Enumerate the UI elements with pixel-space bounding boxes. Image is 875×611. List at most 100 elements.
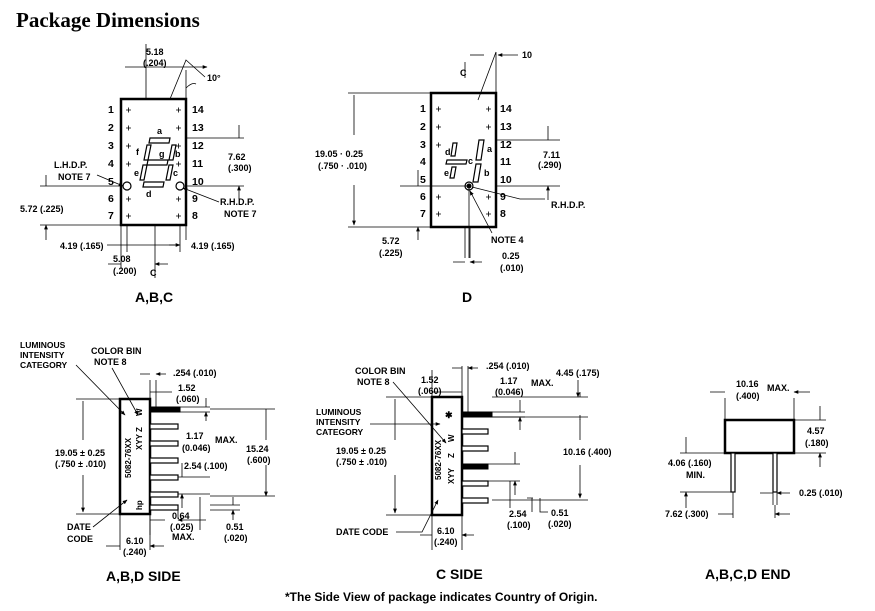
dimension-label: (.240) [123,547,147,557]
pin-number: 11 [192,158,203,170]
pin-number: 13 [192,122,204,134]
pin-numbers-left: 1 2 3 4 5 6 7 [108,104,114,222]
dimension-label: 10.16 [736,379,759,389]
dimension-label: .254 (.010) [173,368,217,378]
body-marking: 5082-76XX [434,439,443,480]
dimension-label: MAX. [531,378,554,388]
callout-label: CATEGORY [20,360,68,370]
centerline-label: C [150,268,157,278]
dimension-label: (.010) [500,263,524,273]
dimension-label: MAX. [767,383,790,393]
annotation-label: NOTE 7 [224,209,257,219]
segment-label: e [134,168,139,178]
dimension-label: 0.25 [502,251,520,261]
dimension-label: (.290) [538,160,562,170]
pin-number: 11 [500,156,511,168]
dimension-label: 6.10 [126,536,144,546]
segment-label: b [484,168,490,178]
callout-label: COLOR BIN [355,366,406,376]
dimension-label: (.750 · .010) [318,161,367,171]
pin-number: 6 [420,191,426,203]
callout-label: INTENSITY [316,417,361,427]
segment-label: b [175,149,181,159]
dimension-label: (.225) [379,248,403,258]
dimension-label: 4.19 (.165) [191,241,235,251]
callout-label: NOTE 8 [357,377,390,387]
pin-number: 13 [500,121,512,133]
view-caption: A,B,C [135,289,173,305]
annotation-label: NOTE 4 [491,235,524,245]
dimension-label: (.204) [143,58,167,68]
annotation-label: NOTE 7 [58,172,91,182]
page-title: Package Dimensions [16,8,200,32]
body-marking: XYY [447,467,456,484]
callout-label: LUMINOUS [20,340,66,350]
pin-number: 1 [420,103,426,115]
pin-number: 3 [108,140,114,152]
dimension-label: (.180) [805,438,829,448]
view-abc: 1 2 3 4 5 6 7 14 13 12 11 10 9 8 [20,44,257,305]
footnote: *The Side View of package indicates Coun… [285,590,598,604]
dimension-label: 19.05 · 0.25 [315,149,363,159]
dimension-label: (.750 ± .010) [55,459,106,469]
dimension-label: 6.10 [437,526,455,536]
pin-number: 9 [500,191,506,203]
dimension-label: MIN. [686,470,705,480]
body-marking: Z [447,453,456,458]
dimension-label: 5.72 [382,236,400,246]
centerline-label: C [460,68,467,78]
asterisk-icon: ✱ [445,410,453,420]
pin-number: 6 [108,193,114,205]
callout-label: INTENSITY [20,350,65,360]
pin-number: 10 [500,174,512,186]
dimension-label: (.060) [418,386,442,396]
callout-label: COLOR BIN [91,346,142,356]
end-view: 10.16 MAX. (.400) 4.57 (.180) 4.06 (.160… [665,379,843,582]
callout-label: LUMINOUS [316,407,362,417]
dimension-label: 19.05 ± 0.25 [55,448,105,458]
dimension-label: 1.52 [421,375,439,385]
pin-number: 2 [420,121,426,133]
dimension-label: .254 (.010) [486,361,530,371]
dimension-label: (.240) [434,537,458,547]
dimension-label: (.750 ± .010) [336,457,387,467]
annotation-label: L.H.D.P. [54,160,87,170]
callout-label: CATEGORY [316,427,364,437]
dimension-label: (.020) [548,519,572,529]
leads [461,411,493,504]
annotation-label: R.H.D.P. [220,197,254,207]
body-marking: W [135,408,144,416]
dimension-label: (0.046) [495,387,524,397]
dimension-label: 0.25 (.010) [799,488,843,498]
dimension-label: 1.17 [500,376,518,386]
body-marking: XYY [135,433,144,450]
dimension-label: (.200) [113,266,137,276]
dimension-label: 19.05 ± 0.25 [336,446,386,456]
dimension-label: 0.51 [551,508,569,518]
pin-number: 7 [420,208,426,220]
dimension-label: MAX. [215,435,238,445]
dimension-label: (.020) [224,533,248,543]
callout-label: DATE [67,522,91,532]
pin-number: 9 [192,193,198,205]
pin-number: 7 [108,210,114,222]
pin-number: 1 [108,104,114,116]
seven-segment-display [445,139,485,191]
segment-label: c [173,168,178,178]
dimension-label: MAX. [172,532,195,542]
dimension-label: 2.54 (.100) [184,461,228,471]
package-end [723,418,796,455]
dimension-label: (.060) [176,394,200,404]
package-body [429,91,498,229]
dimension-label: 7.62 [228,152,246,162]
pin-numbers-right: 14 13 12 11 10 9 8 [192,104,204,222]
dimension-label: (.025) [170,522,194,532]
dimension-label: 5.72 (.225) [20,204,64,214]
package-side [430,395,464,517]
body-marking: W [447,434,456,442]
side-view-c: ✱ 5082-76XX XYY W Z COLOR BIN NOTE 8 LUM… [316,361,612,582]
callout-label: DATE CODE [336,527,388,537]
segment-label: e [444,168,449,178]
view-d: 1 2 3 4 5 6 7 14 13 12 11 10 9 8 [315,50,585,305]
callout-label: NOTE 8 [94,357,127,367]
